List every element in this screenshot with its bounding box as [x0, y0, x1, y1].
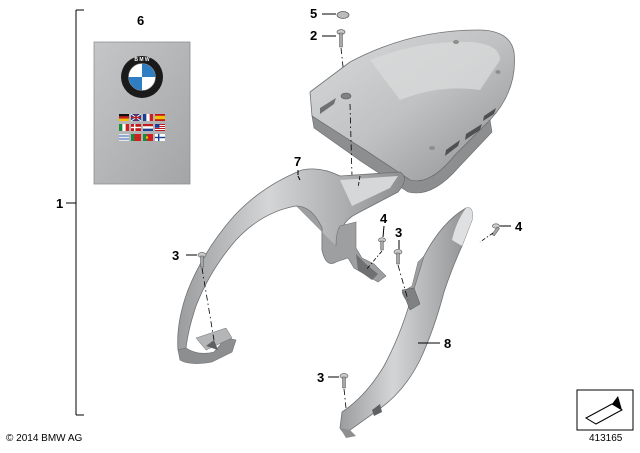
callout-3-left: 3 — [172, 248, 180, 263]
handle-item-8 — [339, 207, 473, 438]
cap-item-5 — [322, 11, 350, 19]
assembly-bracket — [66, 9, 84, 416]
svg-text:B M W: B M W — [134, 57, 150, 63]
callout-5: 5 — [310, 6, 318, 21]
screw-item-3-middle — [393, 240, 409, 301]
screw-item-3-bottom — [328, 373, 349, 409]
leader-line-7 — [297, 175, 301, 181]
manual-booklet: B M W — [93, 41, 191, 185]
luggage-rack-platform — [309, 29, 515, 194]
callout-3-middle: 3 — [395, 225, 403, 240]
bmw-logo-icon: B M W — [121, 56, 163, 98]
callout-7: 7 — [294, 154, 302, 169]
diagram-icon — [576, 389, 634, 431]
callout-6: 6 — [137, 13, 145, 28]
screw-item-4-right — [479, 223, 511, 243]
language-flags — [119, 113, 165, 141]
callout-2: 2 — [310, 28, 318, 43]
callout-1: 1 — [56, 196, 64, 211]
screw-item-4-middle — [365, 225, 386, 271]
callout-4-middle: 4 — [380, 211, 388, 226]
callout-8: 8 — [444, 336, 452, 351]
handle-item-7 — [177, 168, 405, 364]
callout-3-bottom: 3 — [317, 370, 325, 385]
screw-item-3-left — [186, 252, 215, 341]
diagram-number: 413165 — [589, 433, 623, 444]
copyright-text: © 2014 BMW AG — [6, 433, 83, 444]
callout-4-right: 4 — [515, 219, 523, 234]
